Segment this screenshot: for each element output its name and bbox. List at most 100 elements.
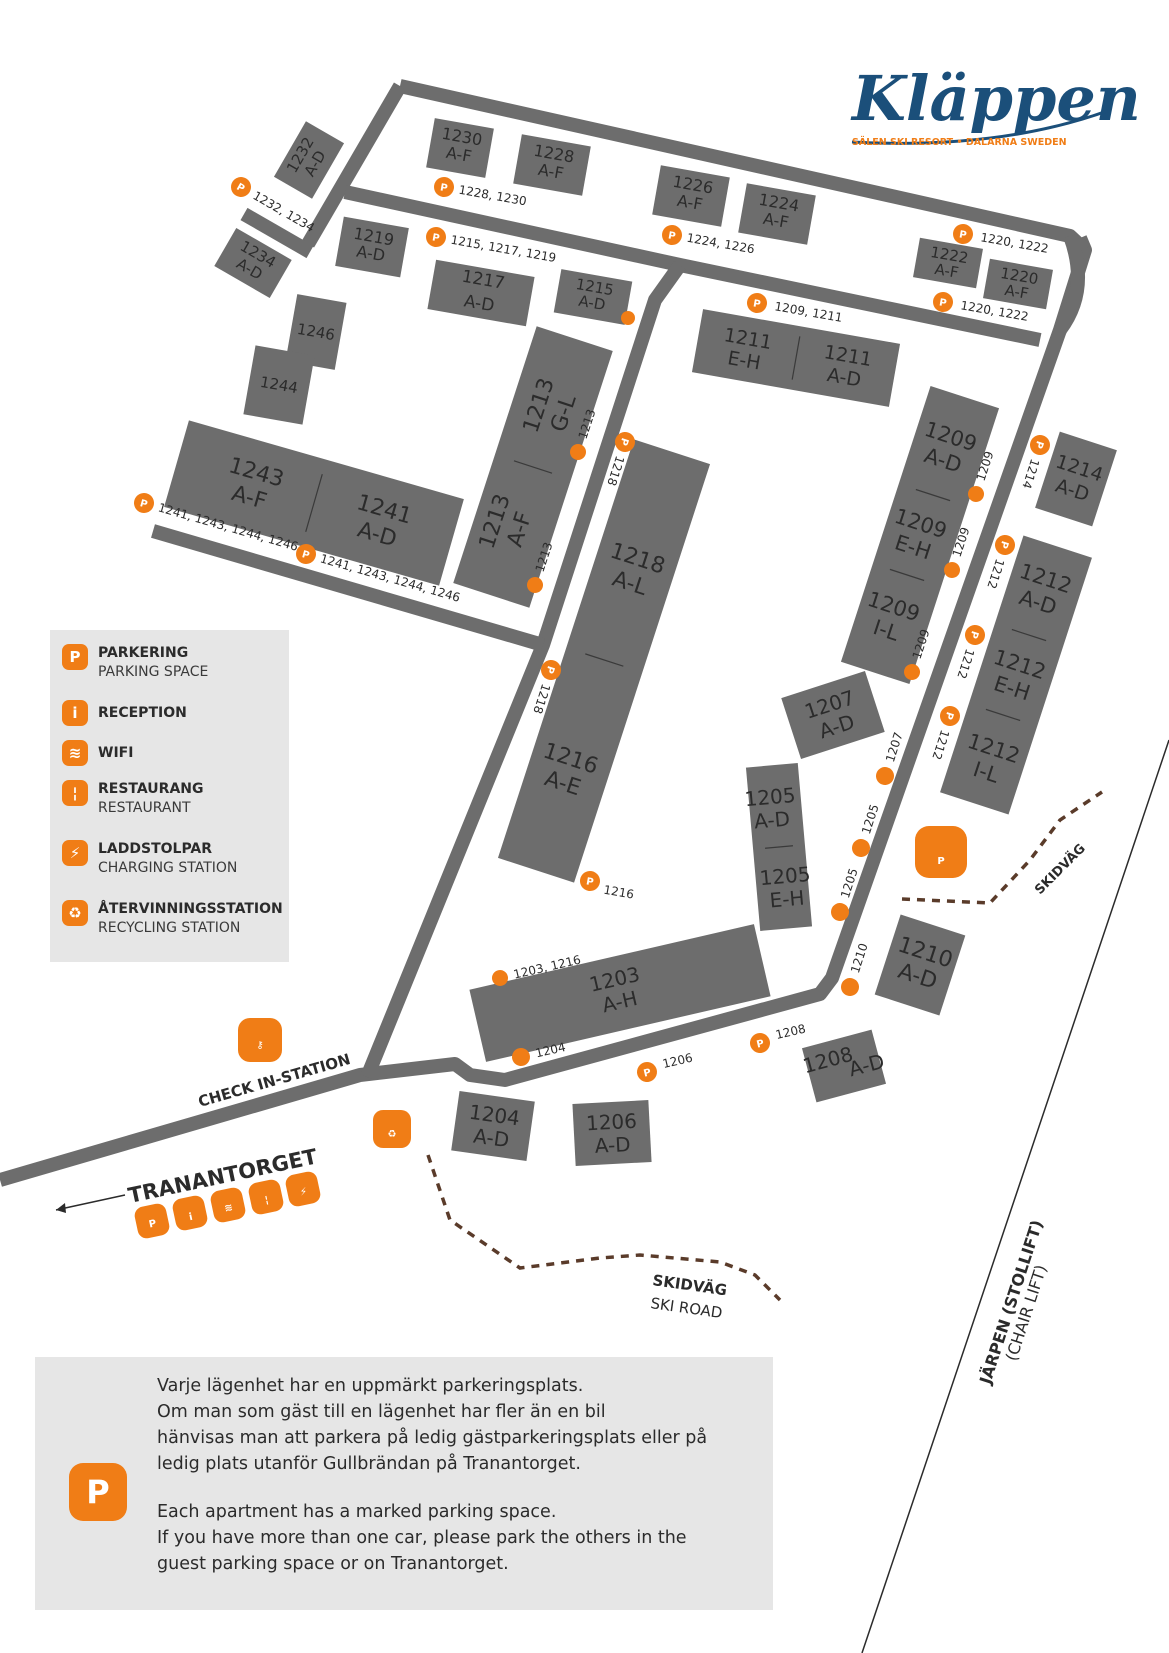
parking-icon [621, 311, 635, 325]
parking-icon [944, 562, 960, 578]
road-center-vertical [360, 260, 686, 1080]
legend-title: ÅTERVINNINGSSTATION [98, 901, 283, 917]
skidvag-right-label: SKIDVÄG [1032, 841, 1089, 898]
svg-text:A-F: A-F [762, 209, 790, 232]
svg-text:P: P [439, 182, 448, 194]
parking-1206: P 1206 [637, 1051, 694, 1082]
parking-icon [296, 544, 316, 564]
svg-text:1228, 1230: 1228, 1230 [458, 183, 528, 209]
parking-icon [231, 177, 251, 197]
svg-text:A-D: A-D [753, 806, 791, 833]
brand-name: Kläppen [850, 62, 1141, 135]
svg-text:P: P [585, 876, 594, 888]
svg-text:1212: 1212 [929, 728, 952, 761]
ski-trail-right [901, 790, 1103, 905]
svg-text:P: P [997, 539, 1010, 549]
svg-text:A-F: A-F [537, 160, 565, 183]
parking-small-1215 [621, 311, 635, 325]
parking-icon [134, 493, 154, 513]
parking-icon [904, 664, 920, 680]
tranantorget-wifi-icon: ≋ [210, 1187, 246, 1223]
info-text-english: Each apartment has a marked parking spac… [157, 1502, 687, 1574]
parking-icon [965, 625, 985, 645]
buildings [164, 118, 1117, 1166]
legend-subtitle: RESTAURANT [98, 800, 191, 816]
svg-text:⚡: ⚡ [299, 1186, 308, 1198]
svg-text:1214: 1214 [1019, 457, 1042, 490]
svg-text:P: P [139, 498, 149, 511]
svg-text:A-D: A-D [472, 1124, 511, 1153]
svg-text:1212: 1212 [954, 647, 977, 680]
road-north-left [301, 82, 407, 248]
arrow-left-icon [55, 1194, 126, 1211]
recycle-station: ♻ [373, 1110, 411, 1148]
parking-icon [527, 577, 543, 593]
tranantorget-restaurant-icon: ¦ [248, 1179, 284, 1215]
svg-text:P: P [958, 229, 967, 241]
svg-text:P: P [301, 549, 311, 562]
svg-text:P: P [756, 1038, 766, 1050]
svg-text:P: P [643, 1067, 653, 1079]
tranantorget-charging-icon: ⚡ [285, 1171, 321, 1207]
wifi-icon: ≋ [62, 740, 88, 766]
svg-text:P: P [667, 230, 676, 242]
road-spur-1232 [240, 207, 314, 259]
parking-icon [940, 706, 960, 726]
svg-text:i: i [188, 1212, 194, 1223]
svg-text:¦: ¦ [264, 1195, 270, 1207]
parking-icon [426, 227, 446, 247]
svg-text:1204: 1204 [534, 1040, 567, 1061]
legend-subtitle: PARKING SPACE [98, 664, 209, 680]
legend-item-reception: i RECEPTION [62, 700, 187, 726]
parking-icon [492, 970, 508, 986]
parking-icon [615, 432, 635, 452]
svg-text:A-F: A-F [1003, 281, 1030, 303]
recycle-icon: ♻ [62, 900, 88, 926]
svg-text:1206: 1206 [661, 1051, 694, 1072]
parking-icon [841, 978, 859, 996]
legend-title: RECEPTION [98, 705, 187, 721]
svg-text:P: P [752, 298, 761, 310]
ski-trail-bottom [426, 1154, 782, 1302]
legend-title: WIFI [98, 745, 134, 761]
parking-icon [1030, 435, 1050, 455]
parking-icon [915, 826, 967, 878]
svg-text:P: P [938, 297, 947, 309]
parking-icon [831, 903, 849, 921]
svg-text:1205: 1205 [759, 862, 812, 890]
tranantorget-parking-icon: P [134, 1203, 170, 1239]
parking-icon [637, 1062, 657, 1082]
svg-text:A-D: A-D [355, 242, 387, 266]
svg-text:♻: ♻ [388, 1129, 397, 1140]
parking-info-box: P Varje lägenhet har en uppmärkt parkeri… [35, 1357, 773, 1610]
parking-icon [953, 224, 973, 244]
svg-text:P: P [234, 182, 246, 195]
legend-subtitle: CHARGING STATION [98, 860, 238, 876]
svg-text:E-H: E-H [769, 885, 806, 912]
parking-icon [580, 871, 600, 891]
svg-text:≋: ≋ [223, 1202, 233, 1215]
svg-text:A-F: A-F [676, 191, 704, 214]
restaurant-icon: ¦ [62, 780, 88, 806]
brand-subtitle: SÄLEN SKI RESORT • DALARNA SWEDEN [852, 137, 1067, 148]
legend-title: PARKERING [98, 645, 189, 661]
parking-icon [541, 660, 561, 680]
parking-icon: P [69, 1463, 127, 1521]
svg-text:1208: 1208 [774, 1022, 807, 1043]
roads [0, 79, 1092, 1187]
